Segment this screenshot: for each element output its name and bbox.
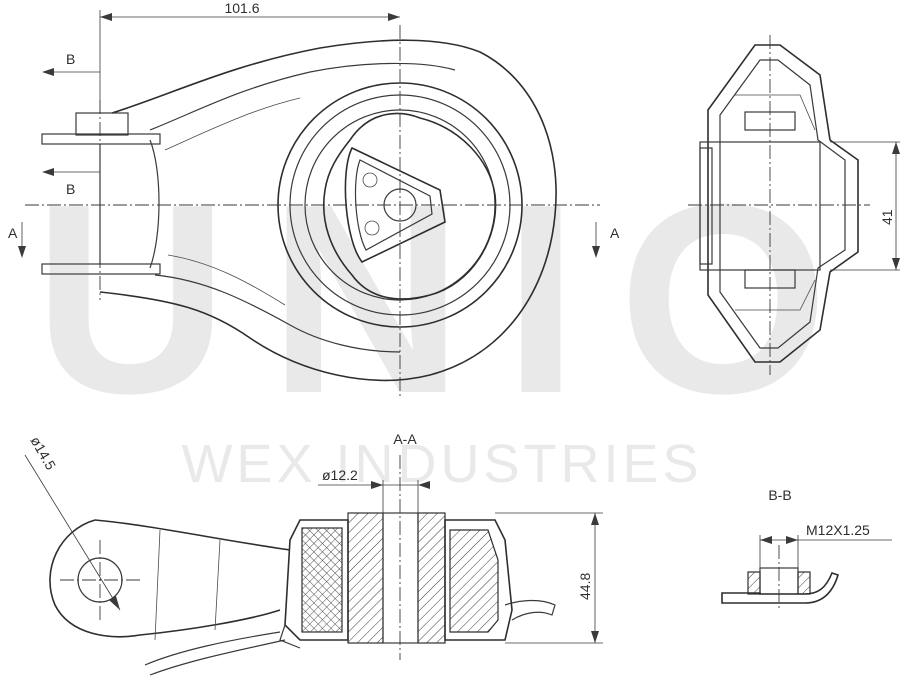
rubber-insert (322, 112, 497, 300)
dim-101-arrow-left (100, 13, 112, 21)
bb-nut-left-wall (747, 571, 761, 595)
dim-12-2-arrow-right (418, 481, 430, 489)
aa-right-flange (504, 599, 556, 621)
dim-44-8-arrow-bottom (591, 631, 599, 643)
arm-rib-2 (167, 254, 286, 306)
dim-41-arrow-bottom (892, 258, 900, 270)
dim-thread-arrow-left (760, 536, 772, 544)
section-a-right-label: A (610, 225, 620, 241)
side-rib-upper (735, 94, 816, 131)
section-a-left-arrow (18, 246, 26, 258)
detail-arm-contour (49, 519, 281, 638)
watermark-brand: UNIO (34, 149, 869, 450)
core-inner-triangle (354, 159, 433, 251)
core-hole-lower (364, 220, 380, 236)
detail-arm-top (94, 519, 291, 551)
eyelet-boss (75, 112, 129, 136)
section-a-right-arrow (592, 246, 600, 258)
section-b-upper-arrow (42, 68, 54, 76)
section-bb-title: B-B (768, 487, 791, 503)
dim-12-2-arrow-left (371, 481, 383, 489)
section-b-lower-arrow (42, 168, 54, 176)
dim-14-5-leader (24, 454, 121, 611)
dim-height-side: 41 (879, 209, 895, 225)
section-aa-title: A-A (393, 431, 417, 447)
watermark: UNIO WEX INDUSTRIES (34, 149, 869, 494)
bb-plate (721, 572, 839, 604)
detail-arm-bottom-2 (149, 639, 286, 676)
aa-core-right (417, 512, 446, 644)
section-a-left-label: A (8, 225, 18, 241)
dim-44-8-arrow-top (591, 513, 599, 525)
core-hole-upper (362, 172, 378, 188)
bb-nut-right-wall (797, 571, 811, 595)
detail-arm-bottom (144, 631, 281, 666)
dim-thread: M12X1.25 (806, 522, 870, 538)
section-b-lower-label: B (66, 181, 75, 197)
aa-left-rubber (301, 527, 343, 633)
watermark-company: WEX INDUSTRIES (181, 434, 702, 494)
side-outer-contour (707, 44, 859, 363)
arm-inner-line-upper (149, 62, 456, 131)
side-rib-lower (735, 279, 816, 311)
aa-core-bore (382, 512, 419, 644)
eyelet-bottom-plate (41, 263, 161, 275)
dim-section-height: 44.8 (577, 573, 593, 600)
arm-rib-1 (164, 97, 301, 151)
triangular-core (344, 146, 446, 264)
aa-left-flange (279, 624, 301, 649)
arm-inner-line-lower (154, 274, 401, 353)
section-b-upper-label: B (66, 51, 75, 67)
side-view: 41 (688, 35, 900, 375)
dim-bore-diameter: ø12.2 (322, 467, 358, 483)
detail-rib (154, 529, 221, 641)
dim-length-top: 101.6 (224, 0, 259, 16)
aa-right-rubber (449, 529, 499, 633)
side-inner-contour (719, 59, 846, 349)
dim-41-arrow-top (892, 142, 900, 154)
dim-101-arrow-right (388, 13, 400, 21)
side-left-flange (699, 147, 713, 265)
eyelet-top-plate (41, 133, 161, 145)
aa-core-left (347, 512, 384, 644)
section-b-b-view: B-B M12X1.25 (721, 487, 892, 610)
dim-thread-arrow-right (786, 536, 798, 544)
dim-14-5-arrow (109, 596, 120, 610)
section-a-a-view: A-A ø12.2 44.8 (279, 431, 603, 660)
main-top-view: 101.6 A A B B (8, 0, 620, 398)
arm-outer-contour (99, 39, 557, 382)
